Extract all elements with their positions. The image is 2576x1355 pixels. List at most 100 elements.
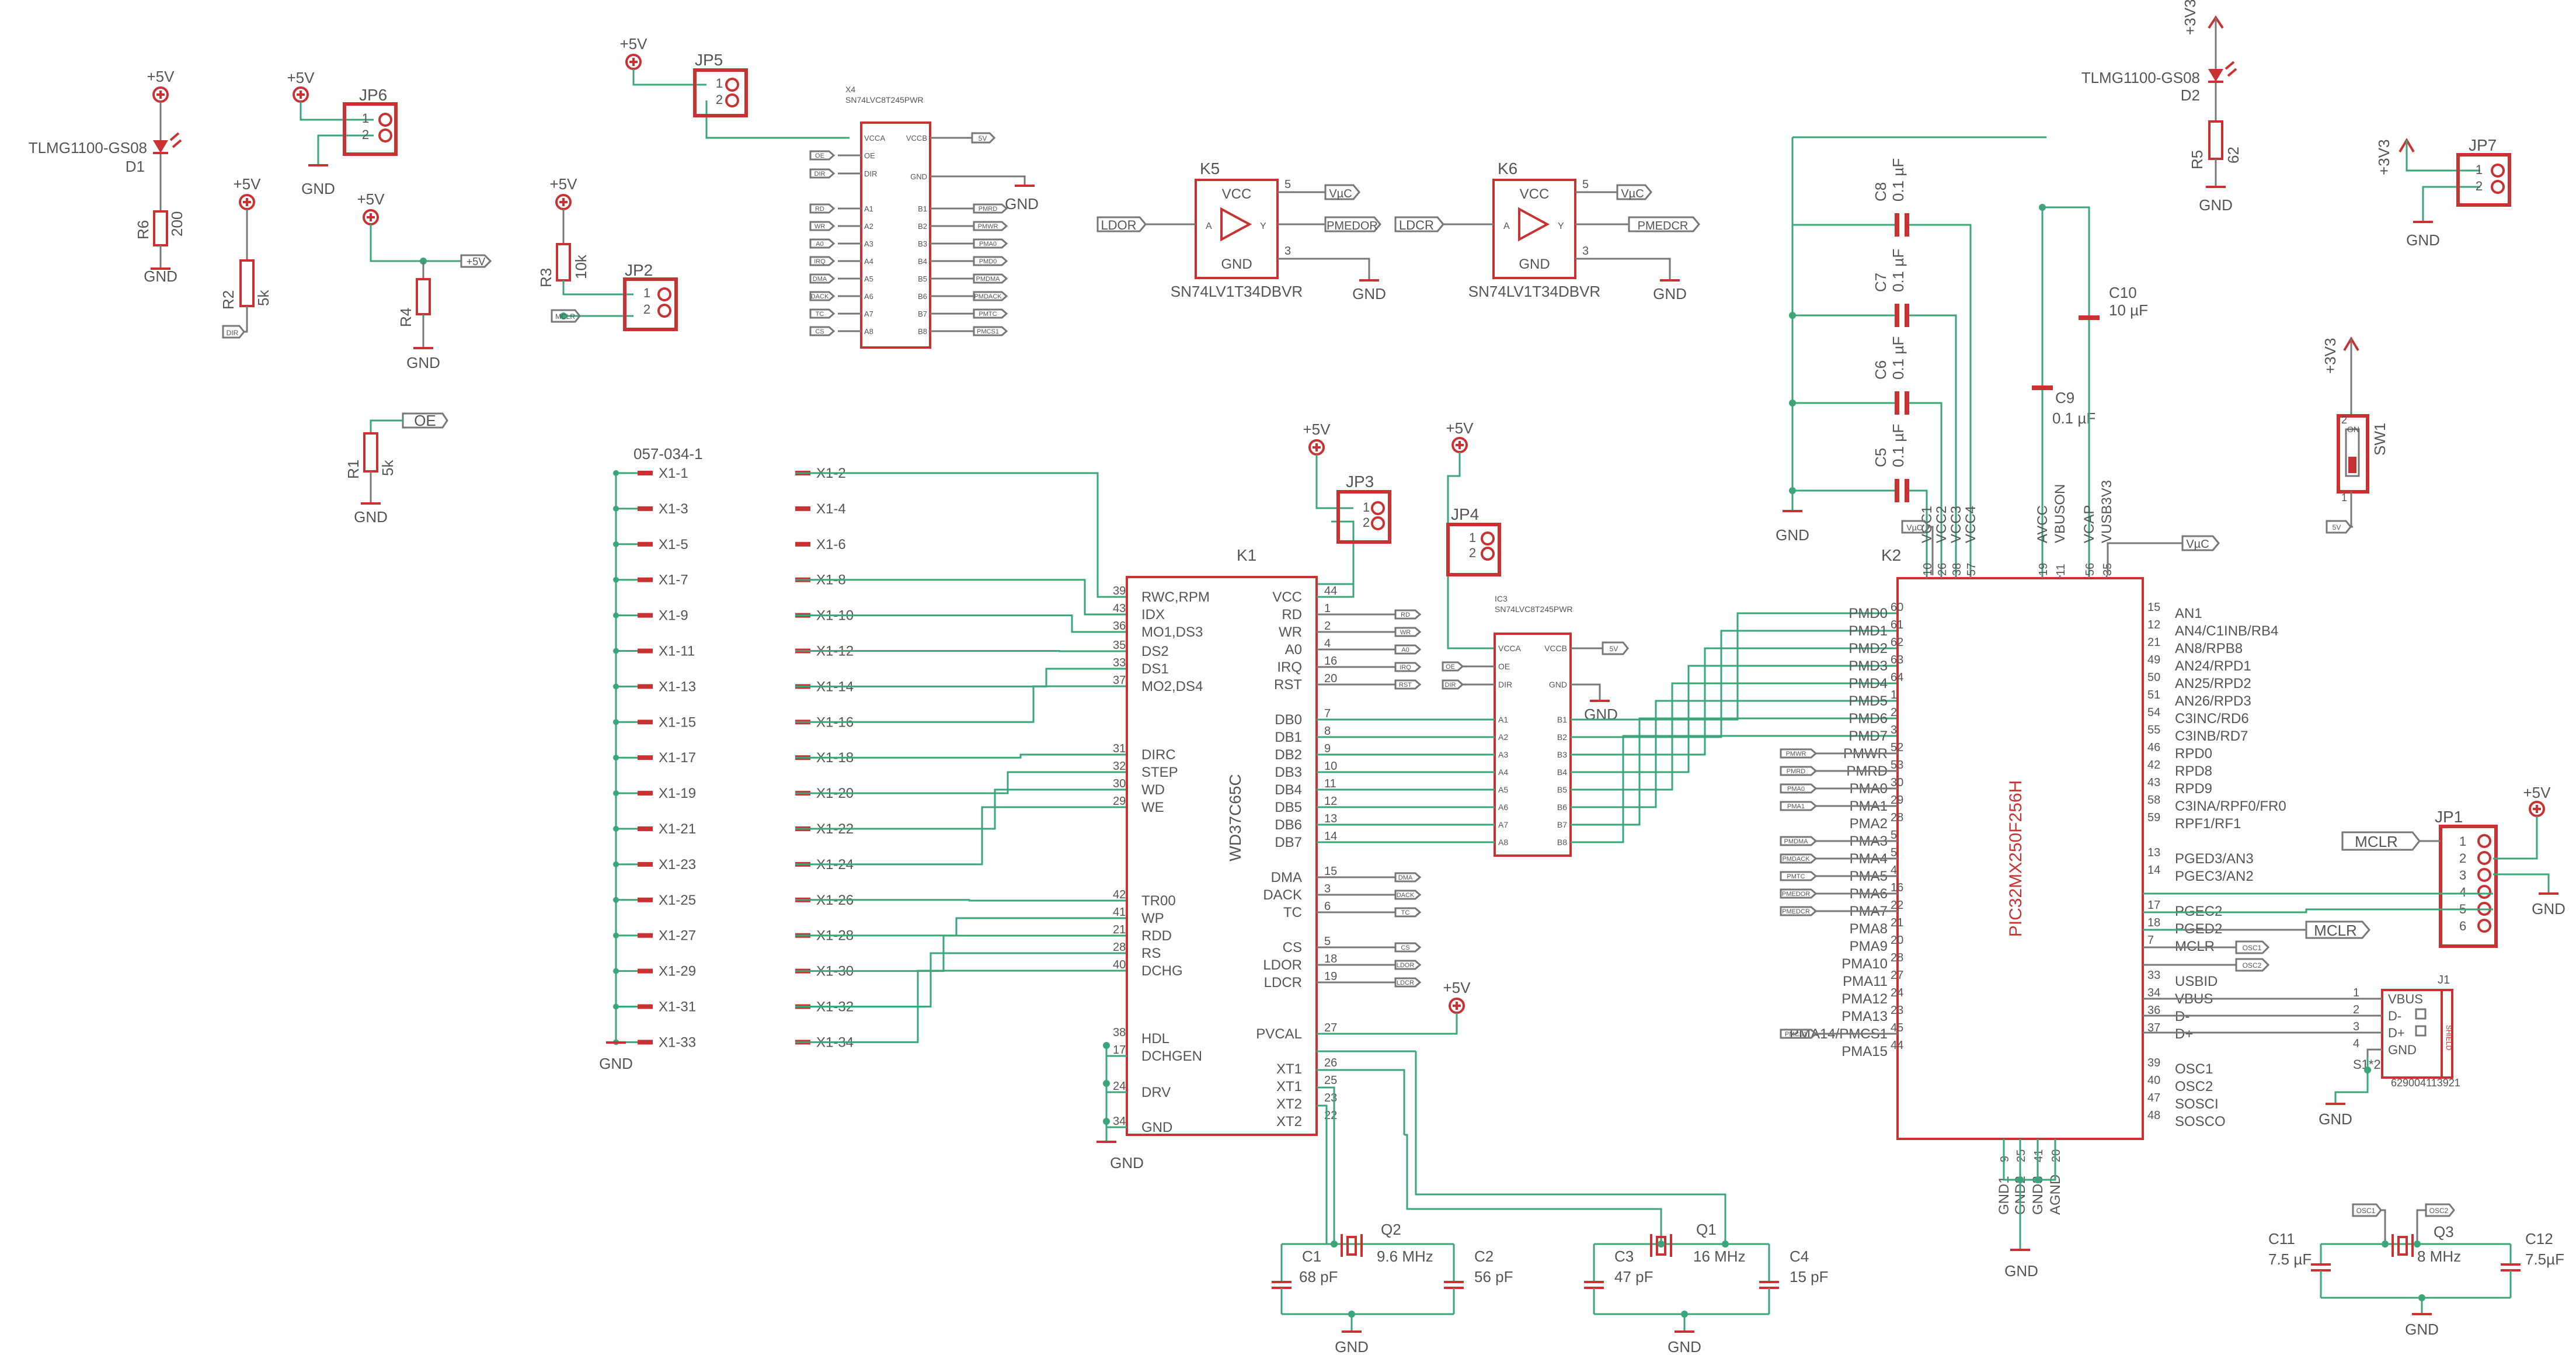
k1-pin-number: 21 (1113, 923, 1126, 936)
x1-pin-x1-29[interactable] (638, 968, 653, 974)
q2-c1-ref: C1 (1302, 1248, 1321, 1265)
q1-ref: Q1 (1696, 1221, 1717, 1238)
ic3-net-dir-label: DIR (1445, 682, 1456, 689)
x1-pin-x1-3[interactable] (638, 506, 653, 511)
k2-pin-pma11: PMA11 (1843, 974, 1888, 989)
x1-pin-x1-15[interactable] (638, 720, 653, 725)
resistor-r6[interactable] (153, 210, 168, 246)
x1-pin-x1-23[interactable] (638, 861, 653, 867)
capacitor-c9[interactable] (2032, 385, 2053, 390)
jumper-jp5[interactable] (693, 68, 748, 117)
k2-mclr-net: MCLR (2314, 922, 2357, 939)
level-shifter-x4[interactable]: X4 SN74LVC8T245PWR VCCAOEDIRA1A2A3A4A5A6… (809, 85, 1039, 349)
controller-k1[interactable]: K1 WD37C65C RWC,RPM39IDX43MO1,DS336DS235… (1096, 546, 1471, 1172)
jp1-pin-2[interactable] (2477, 851, 2491, 865)
crystal-q1[interactable] (1656, 1236, 1666, 1256)
k1-pin-xt2-22: XT2 (1276, 1114, 1302, 1130)
x1-pin-x1-6[interactable] (795, 541, 810, 547)
k2-osc2-net: OSC2 (2243, 961, 2262, 970)
x1-pin-x1-5[interactable] (638, 541, 653, 547)
k2-pin-number: 23 (1891, 1004, 1903, 1017)
k2-pin-rpf1-rf1: RPF1/RF1 (2175, 816, 2241, 832)
jumper-jp7[interactable] (2456, 153, 2511, 207)
led-d1-symbol[interactable] (153, 140, 168, 153)
k1-pin-number: 12 (1324, 795, 1337, 808)
k2-net-pmtc-tag (1780, 871, 1818, 881)
capacitor-c6-plate (1905, 391, 1909, 415)
x1-pin-x1-19[interactable] (638, 791, 653, 796)
capacitor-c6[interactable] (1895, 391, 1899, 415)
jumper-jp2[interactable] (623, 277, 678, 331)
q3-net2: OSC2 (2429, 1207, 2449, 1215)
data-bus-ic3-k2 (1571, 612, 1898, 843)
j1-pin-number: 3 (2353, 1020, 2359, 1033)
level-shifter-ic3[interactable]: IC3 SN74LVC8T245PWR VCCAOEDIRA1A2A3A4A5A… (1442, 594, 1629, 857)
jp1-pin-6[interactable] (2477, 919, 2491, 933)
x1-pin-x1-1[interactable] (638, 471, 653, 475)
jumper-jp4[interactable] (1446, 523, 1501, 576)
capacitor-c8[interactable] (1895, 213, 1899, 237)
r4-supply-label: +5V (357, 190, 385, 208)
jp4-pin1: 1 (1469, 530, 1476, 545)
switch-sw1[interactable] (2337, 414, 2369, 494)
x1-pin-x1-9[interactable] (638, 613, 653, 618)
capacitor-c5[interactable] (1895, 479, 1899, 502)
x1-pin-label: X1-21 (659, 821, 696, 837)
jp1-pin-1[interactable] (2477, 834, 2491, 848)
resistor-r2[interactable] (239, 259, 255, 307)
k2-gnd-label: GND (2004, 1262, 2038, 1280)
k2-pin-usbid: USBID (2175, 974, 2218, 989)
k1-ref: K1 (1237, 546, 1256, 564)
x1-pin-x1-31[interactable] (638, 1004, 653, 1009)
jp1-pin-4[interactable] (2477, 885, 2491, 899)
x1-pin-x1-7[interactable] (638, 577, 653, 582)
k1-net-dack-label: DACK (1397, 892, 1415, 899)
crystal-q2[interactable] (1346, 1236, 1357, 1256)
capacitor-c10[interactable] (2079, 315, 2100, 320)
resistor-r3[interactable] (556, 243, 571, 282)
x1-pin-x1-25[interactable] (638, 897, 653, 902)
k6-vcc: VCC (1520, 186, 1550, 202)
k1-net-ldor-label: LDOR (1397, 962, 1415, 969)
k5-gnd: GND (1221, 256, 1252, 272)
led-d2-symbol[interactable] (2208, 69, 2223, 82)
k1-pin-number: 8 (1324, 725, 1331, 738)
buffer-k6[interactable]: K6 VCC GND A Y LDCR PMEDCR 5 VµC 3 GND S… (1394, 159, 1700, 303)
c6-ref: C6 (1872, 360, 1889, 380)
header-jp1[interactable] (2439, 825, 2498, 948)
k2-pin-pmd5: PMD5 (1849, 693, 1888, 709)
capacitor-c7[interactable] (1895, 304, 1899, 327)
k2-net-pma0-tag (1780, 783, 1818, 794)
microcontroller-k2[interactable]: K2 PIC32MX250F256H VCC110VCC226VCC338VCC… (1780, 480, 2370, 1280)
x1-pin-x1-27[interactable] (638, 933, 653, 938)
x1-pin-x1-21[interactable] (638, 826, 653, 831)
x1-pin-x1-33[interactable] (638, 1040, 653, 1045)
crystal-q3[interactable] (2397, 1236, 2408, 1256)
buffer-k5[interactable]: K5 VCC GND A Y LDOR PMEDOR 5 VµC 3 GND S… (1096, 159, 1386, 303)
ic3-pin-b3: B3 (1557, 750, 1567, 759)
jp3-pin1: 1 (1363, 500, 1370, 515)
jumper-jp6[interactable] (343, 102, 398, 156)
j1-pin-number: 1 (2353, 986, 2359, 999)
x4-pin-a5: A5 (864, 275, 873, 283)
x1-pin-x1-4[interactable] (795, 506, 810, 511)
k2-pin-d-: D+ (2175, 1026, 2193, 1042)
c9-ref: C9 (2055, 389, 2074, 406)
resistor-r1[interactable] (363, 432, 378, 472)
k1-pin-rst-20: RST (1274, 677, 1302, 693)
k2-pin-number: 17 (2147, 899, 2160, 912)
x1-pin-x1-11[interactable] (638, 648, 653, 654)
jumper-jp3[interactable] (1336, 490, 1391, 544)
header-x1[interactable]: 057-034-1 X1-1X1-3X1-5X1-7X1-9X1-11X1-13… (599, 445, 1127, 1072)
d1-supply-label: +5V (147, 68, 175, 85)
k2-pin-number: 1 (1891, 689, 1897, 701)
k1-pin-dma-15: DMA (1271, 870, 1302, 885)
jp1-pin-3[interactable] (2477, 868, 2491, 882)
caps-gnd-label: GND (1776, 526, 1809, 544)
resistor-r5[interactable] (2208, 120, 2223, 160)
x1-pin-x1-13[interactable] (638, 684, 653, 689)
x1-pin-x1-17[interactable] (638, 755, 653, 760)
resistor-r4[interactable] (416, 278, 431, 315)
